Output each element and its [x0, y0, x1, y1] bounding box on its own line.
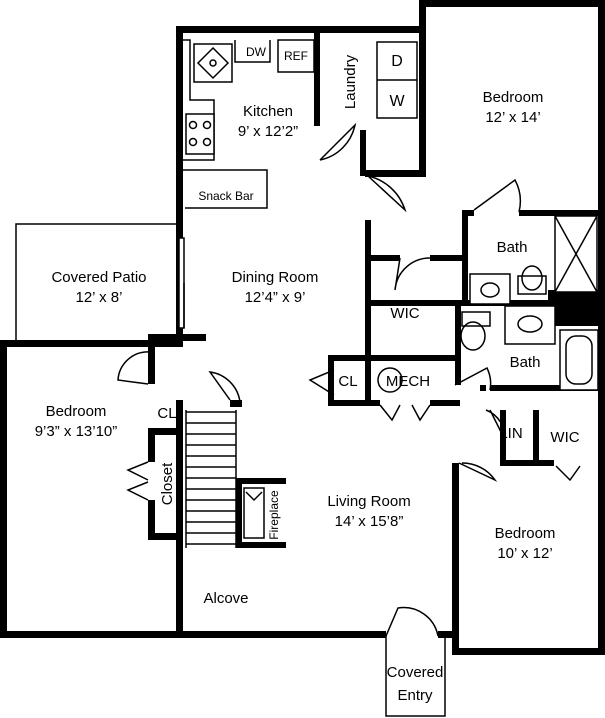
bedroom-se-size: 10’ x 12’: [497, 545, 552, 562]
door-swings: [117, 122, 581, 717]
cl-center-label: CL: [338, 373, 357, 390]
patio-size: 12’ x 8’: [76, 289, 123, 306]
dryer-label: D: [391, 53, 403, 70]
dining-size: 12’4” x 9’: [245, 289, 306, 306]
living-name: Living Room: [327, 493, 410, 510]
entry-line2: Entry: [397, 687, 433, 704]
kitchen-name: Kitchen: [243, 103, 293, 120]
laundry-label: Laundry: [342, 54, 359, 109]
closet-label: Closet: [159, 462, 176, 505]
living-size: 14’ x 15’8”: [335, 513, 404, 530]
entry-line1: Covered: [387, 664, 444, 681]
wic-center-label: WIC: [390, 305, 419, 322]
bath-top-name: Bath: [497, 239, 528, 256]
bedroom-se-name: Bedroom: [495, 525, 556, 542]
bath-mid-name: Bath: [510, 354, 541, 371]
refrigerator-label: REF: [284, 49, 308, 63]
bedroom-ne-name: Bedroom: [483, 89, 544, 106]
alcove-label: Alcove: [203, 590, 248, 607]
fireplace-label: Fireplace: [267, 490, 281, 540]
snack-bar-label: Snack Bar: [198, 189, 253, 203]
room-labels: Kitchen 9’ x 12’2” DW REF Snack Bar Laun…: [35, 45, 580, 704]
wic-east-label: WIC: [550, 429, 579, 446]
bedroom-ne-size: 12’ x 14’: [485, 109, 540, 126]
cl-west-label: CL: [157, 405, 176, 422]
dishwasher-label: DW: [246, 45, 267, 59]
mech-label: MECH: [386, 373, 430, 390]
bedroom-w-name: Bedroom: [46, 403, 107, 420]
bedroom-w-size: 9’3” x 13’10”: [35, 423, 118, 440]
kitchen-size: 9’ x 12’2”: [238, 123, 298, 140]
dining-name: Dining Room: [232, 269, 319, 286]
lin-label: LIN: [499, 425, 522, 442]
stairs: [185, 410, 237, 548]
washer-label: W: [389, 93, 405, 110]
patio-name: Covered Patio: [51, 269, 146, 286]
fixtures: [3, 2, 602, 652]
